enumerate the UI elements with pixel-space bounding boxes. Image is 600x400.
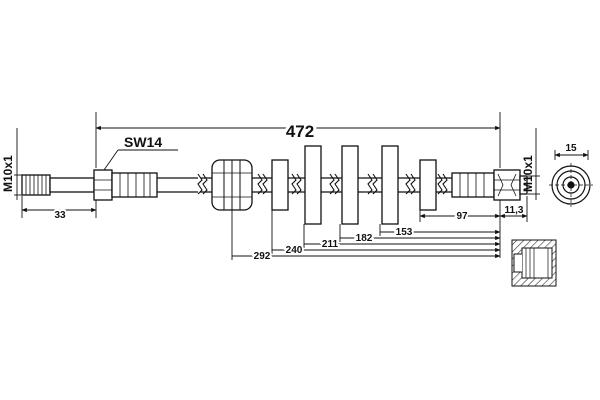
right-thread-label: M10x1 bbox=[521, 155, 535, 192]
clip-2 bbox=[304, 145, 322, 225]
clip-1 bbox=[271, 159, 289, 211]
hose-assembly bbox=[21, 145, 528, 225]
grommet bbox=[211, 159, 253, 211]
dim-33-label: 33 bbox=[54, 210, 66, 221]
dim-11-3-label: 11,3 bbox=[505, 205, 524, 216]
clip-dim-153: 153 bbox=[396, 227, 413, 238]
clip-4 bbox=[381, 145, 399, 225]
end-view bbox=[549, 150, 593, 207]
hose-break-marks bbox=[197, 173, 448, 195]
left-thread-label: M10x1 bbox=[1, 155, 15, 192]
clip-dim-292: 292 bbox=[254, 251, 271, 262]
clip-5 bbox=[419, 159, 437, 211]
dim-97-label: 97 bbox=[456, 211, 468, 222]
right-crimp-sleeve bbox=[451, 172, 495, 198]
clip-dim-240: 240 bbox=[286, 245, 303, 256]
right-flange bbox=[519, 175, 528, 195]
dimension-lines bbox=[14, 112, 540, 260]
left-crimp-sleeve bbox=[111, 172, 158, 198]
left-hex-nut bbox=[93, 169, 113, 201]
clip-dim-211: 211 bbox=[322, 239, 339, 250]
overall-length-label: 472 bbox=[286, 122, 314, 141]
clip-3 bbox=[341, 145, 359, 225]
left-shank bbox=[49, 177, 95, 193]
clip-dim-182: 182 bbox=[356, 233, 373, 244]
left-thread-lines bbox=[25, 175, 47, 195]
end-diameter-label: 15 bbox=[565, 143, 577, 154]
port-section-view bbox=[511, 239, 557, 287]
wrench-size-label: SW14 bbox=[124, 134, 162, 150]
